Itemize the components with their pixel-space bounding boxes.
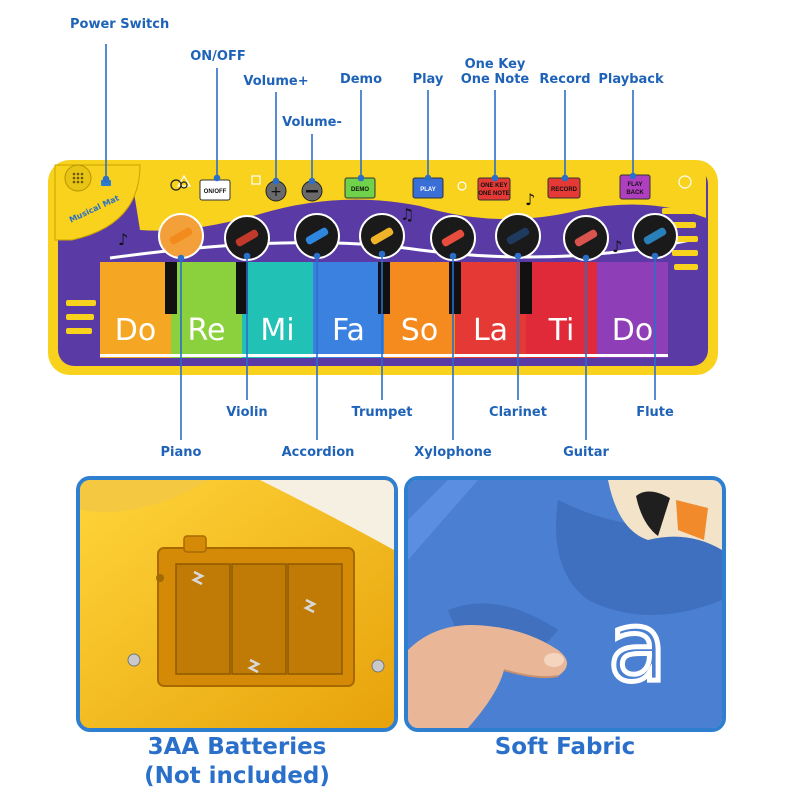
guitar-icon-shape — [574, 229, 598, 247]
callout-piano: Piano — [160, 445, 202, 460]
note-icon: ♪ — [118, 230, 128, 249]
black-key[interactable] — [236, 262, 248, 314]
fabric-letter: a — [608, 591, 667, 703]
playback-button-label-2: BACK — [626, 190, 644, 196]
xylophone-icon-shape — [441, 229, 465, 247]
piano-key-label: Fa — [332, 313, 365, 348]
screw-icon — [127, 653, 141, 667]
flute-icon-shape — [643, 227, 667, 245]
piano-key[interactable] — [242, 262, 313, 358]
note-icon: ♪ — [525, 190, 535, 209]
callout-xylophone: Xylophone — [414, 445, 492, 460]
piano-key[interactable] — [100, 262, 171, 358]
clarinet-icon-shape — [506, 227, 530, 245]
piano-key[interactable] — [597, 262, 668, 358]
callout-violin: Violin — [226, 405, 268, 420]
callout-one-key-line2: One Note — [460, 71, 530, 87]
callout-accordion: Accordion — [281, 445, 355, 460]
violin-icon-shape — [235, 229, 259, 247]
callout-demo: Demo — [339, 72, 383, 87]
fabric-illustration: a — [408, 480, 722, 728]
key-baseline — [100, 354, 668, 357]
musical-mat-illustration: ♪ ♫ ♪ ♪ Do Re Mi Fa So La Ti Do ON/OFF + DEMO P… — [48, 160, 718, 375]
note-icon: ♪ — [612, 237, 622, 256]
power-switch[interactable] — [101, 180, 111, 186]
piano-key-label: Mi — [260, 313, 294, 348]
black-key[interactable] — [449, 262, 461, 314]
callout-trumpet: Trumpet — [351, 405, 413, 420]
screw-hole — [156, 574, 164, 582]
battery-springs — [191, 570, 317, 674]
callout-playback: Playback — [598, 72, 664, 87]
battery-photo — [76, 476, 398, 732]
callout-one-key-line1: One Key — [464, 57, 526, 72]
minus-icon — [306, 190, 318, 193]
battery-compartment-illustration — [80, 480, 394, 728]
power-switch-badge[interactable]: Musical Mat — [54, 164, 141, 241]
record-button-label: RECORD — [551, 187, 578, 193]
callout-clarinet: Clarinet — [489, 405, 547, 420]
piano-key[interactable] — [171, 262, 242, 358]
piano-key[interactable] — [455, 262, 526, 358]
trumpet-icon-shape — [370, 227, 394, 245]
decor-shapes-dark — [170, 179, 188, 191]
battery-caption-line1: 3AA Batteries — [147, 734, 327, 760]
callout-power-switch: Power Switch — [70, 17, 170, 32]
callout-record: Record — [539, 72, 591, 87]
black-key[interactable] — [378, 262, 390, 314]
black-key[interactable] — [520, 262, 532, 314]
battery-caption-line2: (Not included) — [144, 762, 330, 789]
black-key[interactable] — [165, 262, 177, 314]
piano-icon-shape — [169, 227, 193, 245]
hand-illustration — [408, 625, 567, 728]
one-key-button-label-1: ONE KEY — [480, 183, 507, 189]
battery-slot — [231, 563, 287, 675]
callout-lines — [102, 44, 659, 440]
piano-key[interactable] — [313, 262, 384, 358]
note-icon: ♫ — [400, 205, 414, 224]
screw-icon — [371, 659, 385, 673]
curve-line — [109, 238, 691, 260]
callout-one-key: One Key One Note — [460, 57, 530, 88]
piano-key[interactable] — [526, 262, 597, 358]
demo-button-label: DEMO — [351, 187, 369, 193]
piano-key-label: Ti — [548, 313, 575, 348]
callout-guitar: Guitar — [563, 445, 609, 460]
speaker-holes — [72, 172, 84, 184]
left-stripes — [66, 300, 96, 334]
piano-key-label: Re — [188, 313, 226, 348]
playback-button-label-1: FLAY — [627, 182, 642, 188]
callout-on-off: ON/OFF — [190, 49, 246, 64]
piano-key-label: So — [401, 313, 438, 348]
piano-key-label: Do — [115, 313, 156, 348]
battery-slot — [175, 563, 231, 675]
piano-key-label: La — [473, 313, 508, 348]
callout-volume-up: Volume+ — [243, 74, 309, 89]
piano-key-label: Do — [612, 313, 653, 348]
play-button-label: PLAY — [420, 187, 435, 193]
decor-shapes — [176, 174, 692, 191]
battery-caption: 3AA Batteries (Not included) — [76, 733, 398, 791]
fabric-caption: Soft Fabric — [494, 734, 636, 760]
instrument-icons — [158, 213, 678, 261]
fabric-photo: a — [404, 476, 726, 732]
accordion-icon-shape — [305, 227, 329, 245]
plus-icon: + — [270, 184, 282, 200]
one-key-button-label-2: ONE NOTE — [478, 191, 509, 197]
battery-slot — [287, 563, 343, 675]
callout-volume-down: Volume- — [282, 115, 342, 130]
piano-key[interactable] — [384, 262, 455, 358]
piano-keys: Do Re Mi Fa So La Ti Do — [100, 262, 668, 358]
on-off-button-label: ON/OFF — [204, 189, 227, 195]
callout-flute: Flute — [636, 405, 674, 420]
callout-play: Play — [412, 72, 444, 87]
